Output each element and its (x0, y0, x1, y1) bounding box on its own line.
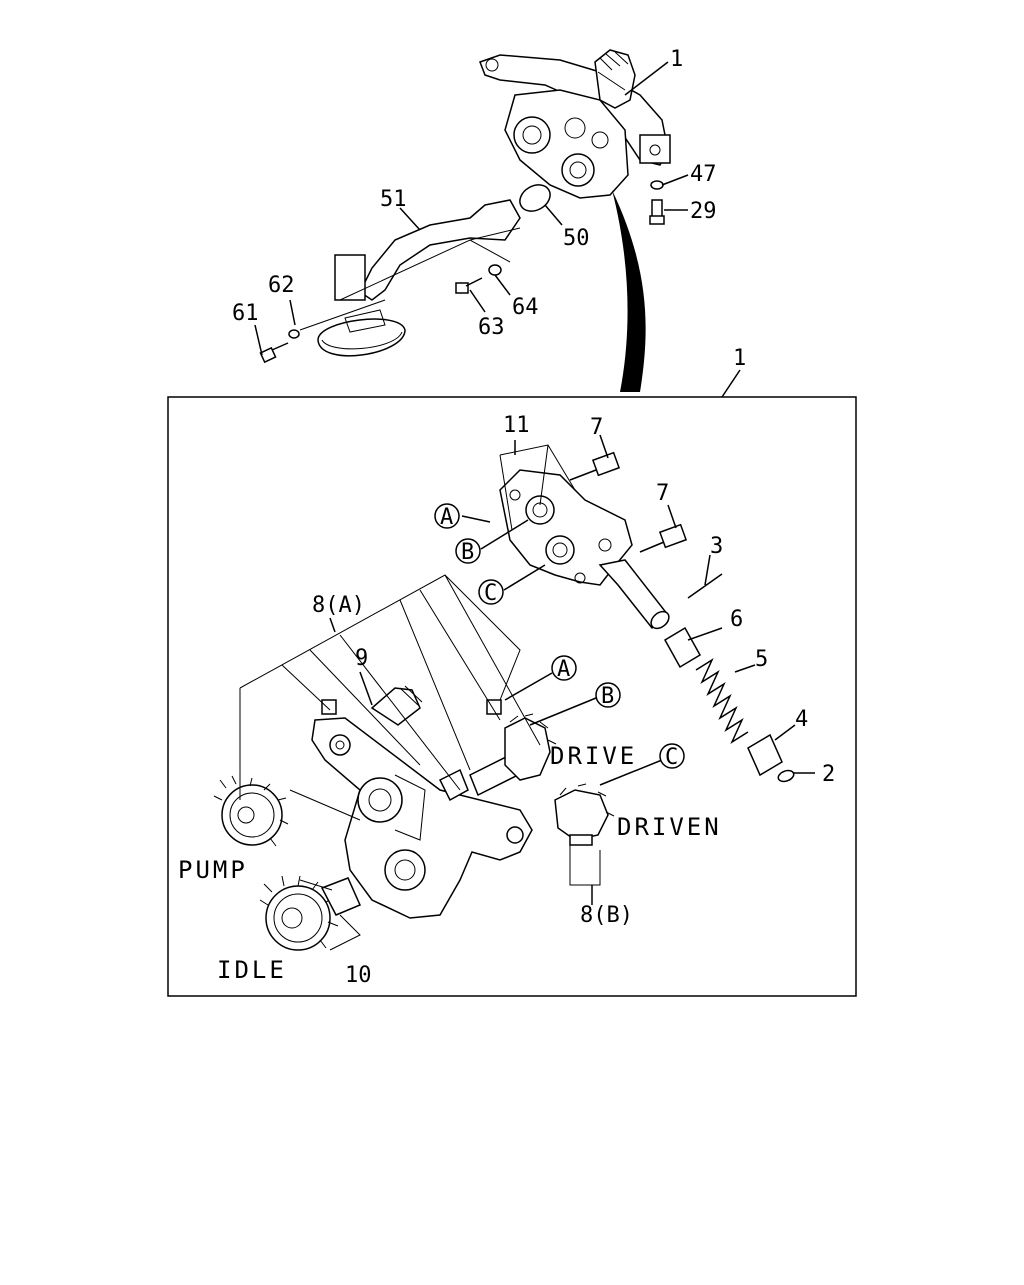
label-drive: DRIVE (550, 742, 637, 770)
callout-47: 47 (690, 162, 717, 187)
ref-circle-a-lower: A (551, 655, 577, 682)
washer-47 (650, 180, 664, 190)
callout-4: 4 (795, 707, 808, 732)
cap-4 (747, 733, 783, 777)
label-driven: DRIVEN (617, 813, 722, 841)
washer-64 (488, 264, 502, 276)
svg-text:B: B (461, 540, 474, 565)
bolt-29 (649, 199, 665, 225)
callout-1-top: 1 (670, 47, 683, 72)
driven-gear (554, 783, 615, 846)
dowel-a (486, 699, 502, 715)
callout-62: 62 (268, 273, 295, 298)
washer-62 (288, 329, 300, 339)
ref-circle-c-lower: C (659, 743, 685, 770)
svg-text:C: C (665, 745, 678, 770)
ref-circle-b-lower: B (595, 682, 621, 709)
callout-8b: 8(B) (580, 903, 633, 928)
callout-6: 6 (730, 607, 743, 632)
callout-10: 10 (345, 963, 372, 988)
bushing-9 (370, 685, 423, 726)
svg-text:B: B (601, 684, 614, 709)
label-pump: PUMP (178, 856, 248, 884)
callout-8a: 8(A) (312, 593, 365, 618)
dowel-left (321, 699, 337, 715)
oil-strainer-51 (317, 199, 521, 357)
detail-arrow (612, 190, 646, 392)
callout-61: 61 (232, 301, 259, 326)
svg-text:A: A (557, 657, 570, 682)
detail-frame (167, 396, 857, 997)
callout-63: 63 (478, 315, 505, 340)
label-idle: IDLE (217, 956, 287, 984)
callout-1-box: 1 (733, 346, 746, 371)
callout-7-lower: 7 (656, 481, 669, 506)
callout-3: 3 (710, 534, 723, 559)
bushing-10 (320, 877, 361, 916)
callout-29: 29 (690, 199, 717, 224)
shaft-bushing (438, 768, 469, 802)
bolt-7-lower (639, 523, 688, 553)
callout-2: 2 (822, 762, 835, 787)
oil-pump-assembly-top (479, 49, 671, 199)
ref-circle-c-upper: C (478, 579, 504, 606)
callout-11: 11 (503, 413, 530, 438)
idle-gear (259, 875, 339, 951)
svg-text:A: A (440, 505, 453, 530)
pin-3 (687, 573, 723, 599)
ref-circle-b-upper: B (455, 538, 481, 565)
callout-7-upper: 7 (590, 415, 603, 440)
callout-5: 5 (755, 647, 768, 672)
bolt-63 (455, 277, 483, 294)
plunger-6 (663, 626, 702, 669)
callout-50: 50 (563, 226, 590, 251)
pump-gear (213, 775, 289, 847)
ref-circle-a-upper: A (434, 503, 460, 530)
callout-51: 51 (380, 187, 407, 212)
cover-plate-11 (499, 469, 670, 630)
spring-5 (695, 658, 749, 744)
drive-gear (469, 713, 557, 797)
callout-9: 9 (355, 646, 368, 671)
bolt-7-upper (569, 451, 621, 481)
clip-2 (777, 769, 795, 783)
pump-housing-8a (311, 717, 533, 919)
gasket-50 (519, 184, 551, 212)
svg-text:C: C (484, 581, 497, 606)
callout-64: 64 (512, 295, 539, 320)
bolt-61 (259, 342, 289, 364)
